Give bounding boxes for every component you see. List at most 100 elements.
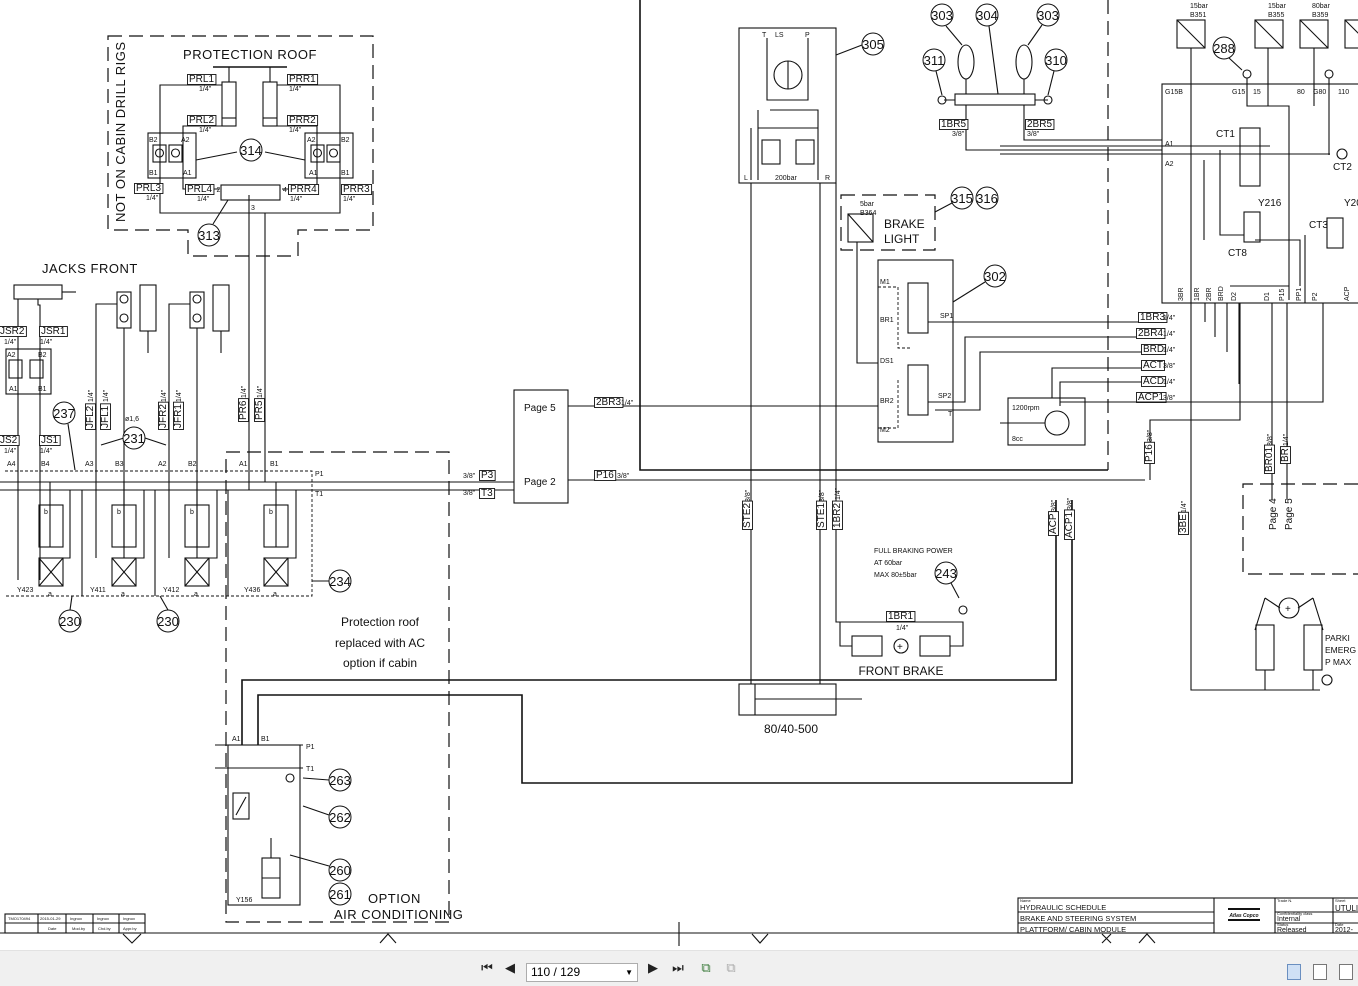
schematic-label: 1/4" <box>199 127 212 134</box>
schematic-label: 3/8" <box>819 489 826 502</box>
port-b1: B1 <box>38 386 47 393</box>
schematic-label: 1/4" <box>290 196 303 203</box>
tag-frame <box>185 184 215 195</box>
schematic-label: Mod.by <box>72 926 85 931</box>
schematic-label: P16 <box>596 470 614 481</box>
next-page-button[interactable]: ▶ <box>646 960 660 976</box>
last-page-button[interactable]: ⏭ <box>669 960 687 976</box>
schematic-circle <box>1044 48 1068 72</box>
ac-note-line-2: replaced with AC <box>335 636 425 650</box>
schematic-rect <box>232 792 250 820</box>
schematic-rect <box>907 282 929 334</box>
schematic-label: 302 <box>984 269 1006 284</box>
schematic-label: 1/4" <box>1163 315 1176 322</box>
last-page-icon: ⏭ <box>672 960 684 975</box>
schematic-path <box>1018 898 1358 933</box>
schematic-label: BRD <box>1143 344 1164 355</box>
schematic-line <box>67 423 76 471</box>
schematic-label: 316 <box>976 191 998 206</box>
ac-option-title-1: OPTION <box>368 891 421 906</box>
schematic-label: JFR2 <box>158 404 169 428</box>
schematic-label: 1/4" <box>146 195 159 202</box>
schematic-path <box>1000 145 1330 155</box>
tag-frame <box>100 403 111 430</box>
schematic-rect <box>38 504 64 548</box>
callout-263: 263 <box>302 768 352 792</box>
parking-brake: + <box>1254 597 1333 690</box>
previous-page-button[interactable]: ◀ <box>503 960 517 976</box>
ac-note-line-1: Protection roof <box>341 615 420 629</box>
schematic-path <box>1242 483 1358 575</box>
schematic-label: BR01 <box>1264 447 1275 472</box>
schematic-line <box>1176 19 1206 49</box>
port-b4: B4 <box>41 461 50 468</box>
schematic-circle <box>1044 410 1070 436</box>
single-page-view-button[interactable] <box>1287 964 1301 980</box>
tag-frame <box>341 184 373 195</box>
schematic-label: Atlas Copco <box>1228 913 1258 919</box>
component-ct3: CT3 <box>1309 220 1328 231</box>
tag-frame <box>187 115 217 126</box>
schematic-label: Trade N. <box>1277 898 1292 903</box>
schematic-line <box>1047 70 1055 96</box>
callout-230-b: 230 <box>156 595 180 633</box>
schematic-circle <box>937 95 947 105</box>
schematic-label: 2BR <box>1206 287 1213 301</box>
schematic-label: PRL2 <box>189 115 214 126</box>
schematic-label: 3/8" <box>617 473 630 480</box>
tag-frame <box>479 488 496 499</box>
schematic-label: 1/4" <box>1181 500 1188 513</box>
first-page-button[interactable]: ⏮ <box>478 960 496 976</box>
schematic-label: Confidentiality class <box>1277 911 1312 916</box>
schematic-label: 305 <box>862 37 884 52</box>
continuous-view-button[interactable] <box>1313 964 1327 980</box>
schematic-line <box>69 595 73 611</box>
first-page-icon: ⏮ <box>481 960 493 975</box>
schematic-label: PRR4 <box>290 184 317 195</box>
schematic-label: 3/8" <box>1027 131 1040 138</box>
schematic-label: 261 <box>329 887 351 902</box>
page-number-select[interactable]: 110 / 129▼ <box>526 963 638 982</box>
spool-letter: b <box>190 509 194 516</box>
schematic-label: ACP1 <box>1064 511 1075 538</box>
callout-260: 260 <box>289 854 352 882</box>
callout-315: 315 <box>934 186 974 213</box>
extract-button[interactable]: ⧉ <box>722 960 740 976</box>
schematic-path <box>750 38 819 180</box>
facing-view-button[interactable] <box>1339 964 1353 980</box>
schematic-label: 313 <box>198 228 220 243</box>
schematic-path <box>856 242 878 364</box>
sensor-b355-id: B355 <box>1268 12 1284 19</box>
page-ref-2: Page 2 <box>524 477 556 488</box>
schematic-label: ACD <box>1143 376 1164 387</box>
port-ds1: DS1 <box>880 358 894 365</box>
schematic-label: STE1 <box>816 503 827 528</box>
port-15: 15 <box>1253 89 1261 96</box>
spool-letter: a <box>48 591 52 598</box>
protection-roof-boundary <box>107 35 374 257</box>
schematic-path <box>878 286 910 429</box>
schematic-circle <box>154 148 165 158</box>
schematic-rect <box>954 93 1036 106</box>
revision-block: TMO170494 2015-01-29 Ingnox Ingnox Ingno… <box>4 913 146 934</box>
rotate-button[interactable]: ⧉ <box>697 960 715 976</box>
callout-237: 237 <box>52 401 76 471</box>
schematic-label: ACT <box>1143 360 1163 371</box>
schematic-rect <box>1326 217 1344 249</box>
schematic-path <box>159 84 341 214</box>
schematic-path <box>839 621 964 647</box>
schematic-label: 3/8" <box>745 489 752 502</box>
callout-234: 234 <box>312 569 352 593</box>
schematic-rect <box>8 359 23 379</box>
pump-displacement: 8cc <box>1012 436 1023 443</box>
steering-unit-305: T LS P L R 200bar 305 <box>738 27 885 684</box>
schematic-rect <box>310 144 325 163</box>
port-t1: T1 <box>306 766 314 773</box>
tag-frame <box>254 398 265 422</box>
schematic-label: D2 <box>1231 292 1238 301</box>
